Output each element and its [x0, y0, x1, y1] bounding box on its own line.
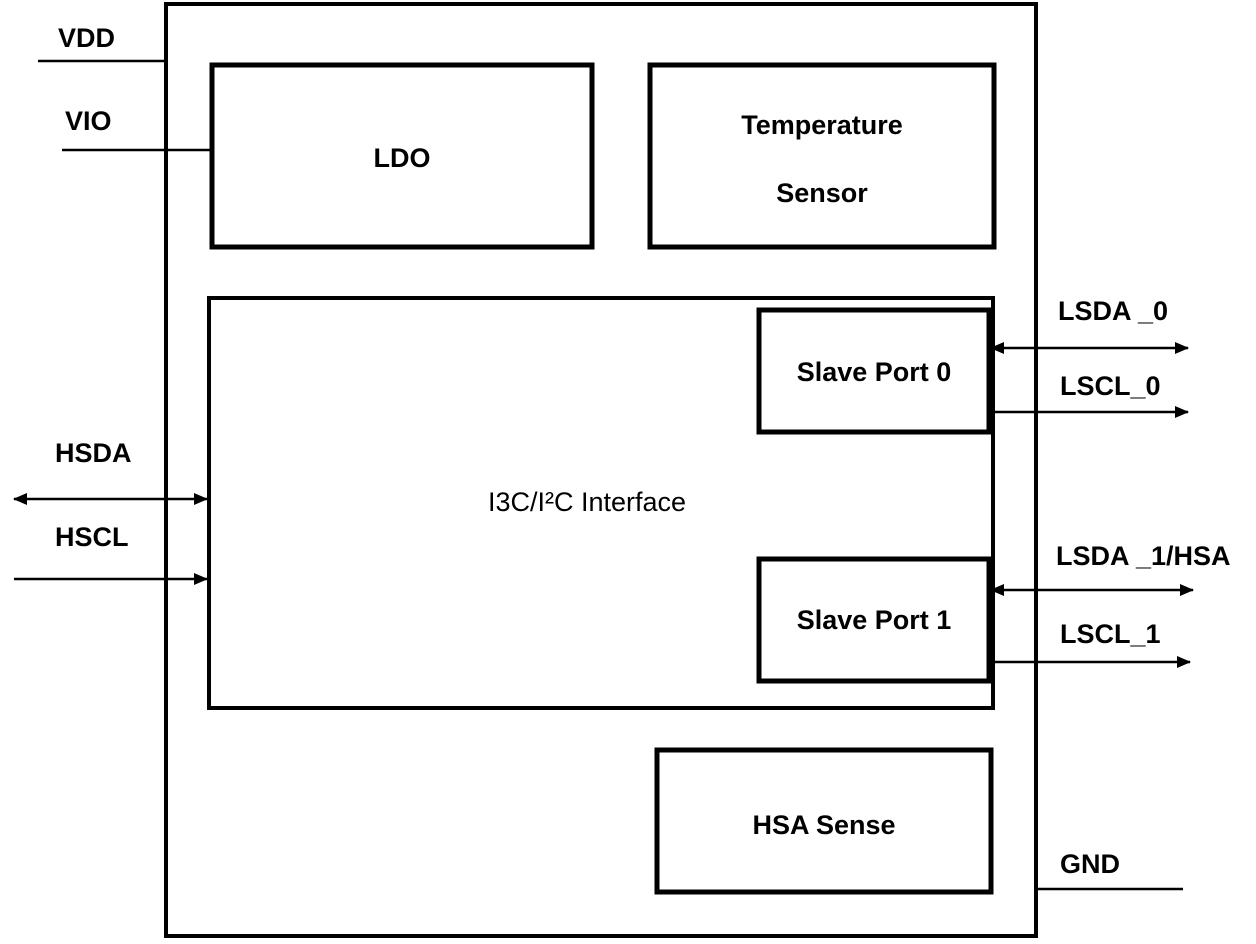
slave-port-1-label: Slave Port 1: [797, 605, 952, 635]
temperature-label-line1: Temperature: [741, 110, 903, 140]
hsa-sense-block: HSA Sense: [654, 747, 994, 895]
hsda-pin-label: HSDA: [55, 438, 132, 468]
temperature-sensor-block: Temperature Sensor: [647, 62, 997, 250]
lsda-0-pin-label: LSDA _0: [1058, 296, 1168, 326]
lsda-1-pin-label: LSDA _1/HSA: [1056, 541, 1231, 571]
vdd-pin-label: VDD: [58, 23, 115, 53]
ldo-block: LDO: [209, 62, 595, 250]
hscl-pin-label: HSCL: [55, 522, 129, 552]
slave-port-0-block: Slave Port 0: [756, 307, 992, 435]
vio-pin-label: VIO: [65, 106, 112, 136]
lscl-1-pin-label: LSCL_1: [1060, 619, 1161, 649]
gnd-pin-label: GND: [1060, 849, 1120, 879]
hsa-sense-label: HSA Sense: [752, 810, 895, 840]
slave-port-0-label: Slave Port 0: [797, 357, 952, 387]
slave-port-1-block: Slave Port 1: [756, 556, 992, 684]
lscl-0-pin-label: LSCL_0: [1060, 371, 1161, 401]
temperature-label-line2: Sensor: [776, 178, 868, 208]
ldo-label: LDO: [374, 143, 431, 173]
interface-label: I3C/I²C Interface: [488, 487, 686, 517]
